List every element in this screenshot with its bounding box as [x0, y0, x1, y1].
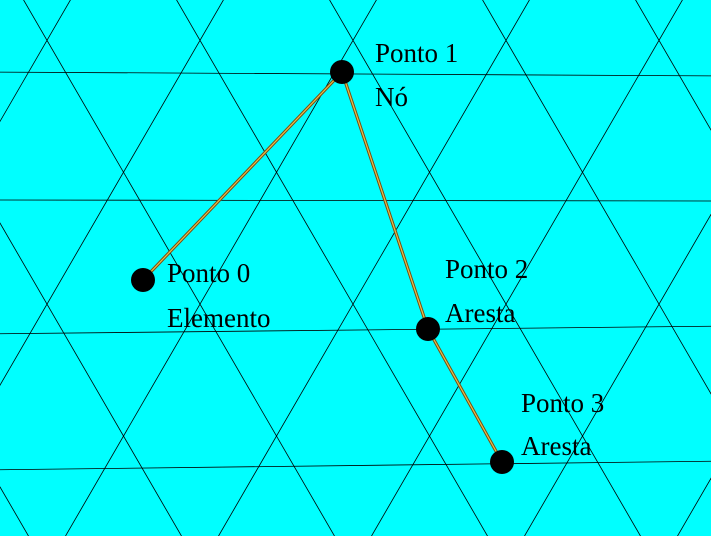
grid-line-diagonal — [482, 0, 711, 395]
path-segment-core — [142, 71, 343, 281]
point-0-kind: Elemento — [167, 303, 270, 333]
point-0-name: Ponto 0 — [167, 258, 250, 288]
grid-line-diagonal — [23, 0, 335, 536]
grid-line-diagonal — [218, 0, 530, 536]
grid-line-diagonal — [329, 0, 641, 536]
grid-line-diagonal — [524, 213, 711, 536]
point-3-label-group: Ponto 3 Aresta — [521, 388, 604, 461]
grid-line-diagonal — [0, 0, 224, 386]
point-1-marker — [330, 60, 354, 84]
point-3-kind: Aresta — [521, 431, 591, 461]
grid-line-diagonal — [0, 222, 182, 536]
grid-line-diagonal — [635, 0, 711, 131]
point-1-name: Ponto 1 — [375, 38, 458, 68]
point-2-marker — [416, 317, 440, 341]
grid-line-diagonal — [176, 0, 488, 536]
grid-line-horizontal — [0, 325, 711, 335]
path-segment-core — [427, 328, 503, 463]
grid-line-diagonal — [371, 0, 683, 536]
point-0-label-group: Ponto 0 Elemento — [167, 258, 270, 333]
grid-line-horizontal — [0, 71, 711, 77]
point-1-kind: Nó — [375, 82, 408, 112]
grid-line-horizontal — [0, 460, 711, 471]
point-2-label-group: Ponto 2 Aresta — [445, 254, 528, 328]
point-2-kind: Aresta — [445, 298, 515, 328]
point-1-label-group: Ponto 1 Nó — [375, 38, 458, 112]
grid-line-diagonal — [0, 0, 71, 123]
point-3-name: Ponto 3 — [521, 388, 604, 418]
labels-layer: Ponto 0 Elemento Ponto 1 Nó Ponto 2 Ares… — [167, 38, 604, 461]
path-segment-core — [341, 71, 429, 330]
points-layer — [131, 60, 514, 474]
grid-line-horizontal — [0, 199, 711, 202]
point-3-marker — [490, 450, 514, 474]
connection-path — [141, 70, 504, 464]
point-0-marker — [131, 268, 155, 292]
point-2-name: Ponto 2 — [445, 254, 528, 284]
